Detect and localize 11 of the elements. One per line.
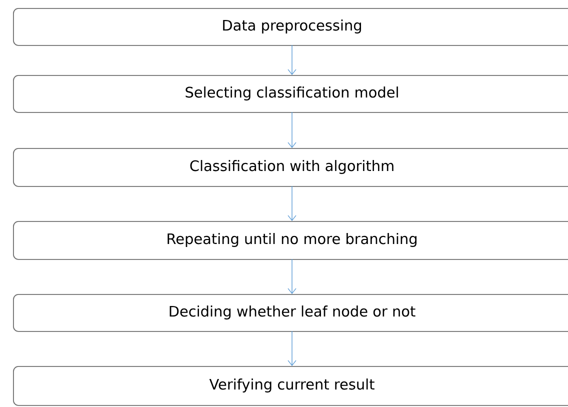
arrow (288, 330, 296, 366)
process-box: Data preprocessing (13, 8, 568, 46)
process-box: Selecting classification model (13, 75, 568, 113)
process-box: Repeating until no more branching (13, 221, 568, 260)
arrow (288, 44, 296, 75)
process-box: Verifying current result (13, 366, 568, 406)
arrow (288, 186, 296, 221)
process-box: Deciding whether leaf node or not (13, 294, 568, 332)
process-box: Classification with algorithm (13, 148, 568, 187)
arrow (288, 258, 296, 294)
arrow (288, 112, 296, 148)
